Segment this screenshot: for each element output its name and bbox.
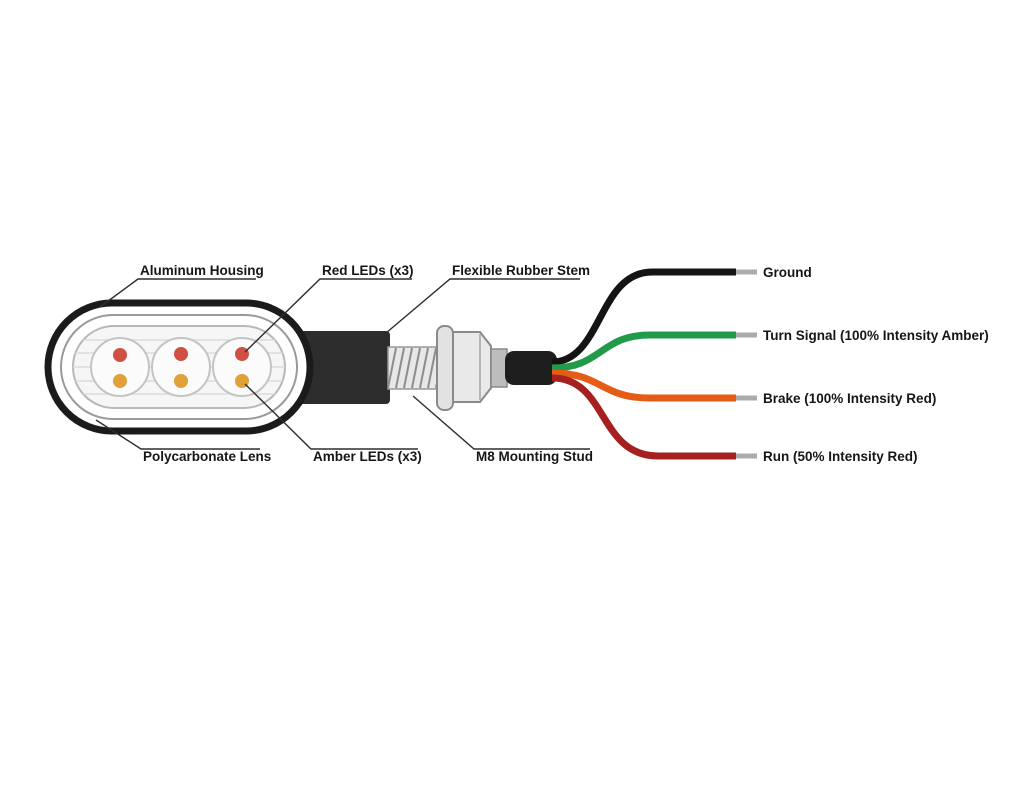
leader-polycarbonate-lens	[95, 419, 260, 450]
red-led-1	[113, 348, 127, 362]
led-reflector-1	[90, 337, 150, 397]
label-amber-leds: Amber LEDs (x3)	[313, 449, 422, 464]
leader-amber-leds	[244, 383, 418, 450]
hex-nut	[452, 331, 492, 403]
label-flexible-rubber-stem: Flexible Rubber Stem	[452, 263, 590, 278]
amber-led-1	[113, 374, 127, 388]
wire-run	[551, 374, 736, 460]
led-reflector-3	[212, 337, 272, 397]
lamp-housing	[44, 299, 314, 435]
wire-boot-sleeve	[505, 351, 557, 385]
red-led-3	[235, 347, 249, 361]
amber-led-2	[174, 374, 188, 388]
leader-flexible-rubber-stem	[385, 278, 580, 334]
wire-label-ground: Ground	[763, 265, 812, 280]
wire-label-turn-signal: Turn Signal (100% Intensity Amber)	[763, 328, 989, 343]
label-aluminum-housing: Aluminum Housing	[140, 263, 264, 278]
label-polycarbonate-lens: Polycarbonate Lens	[143, 449, 271, 464]
rubber-stem-block	[298, 331, 390, 404]
wire-harness: Ground Turn Signal (100% Intensity Amber…	[551, 265, 989, 464]
wire-ground	[551, 268, 736, 366]
leader-m8-mounting-stud	[412, 395, 590, 450]
wire-brake	[551, 369, 736, 402]
mounting-assembly	[298, 325, 557, 411]
leader-red-leds	[244, 278, 412, 353]
part-callouts: Aluminum Housing Red LEDs (x3) Flexible …	[95, 263, 593, 464]
flange-washer	[436, 325, 454, 411]
label-m8-mounting-stud: M8 Mounting Stud	[476, 449, 593, 464]
label-red-leds: Red LEDs (x3)	[322, 263, 414, 278]
wire-label-run: Run (50% Intensity Red)	[763, 449, 918, 464]
red-led-2	[174, 347, 188, 361]
wire-turn-signal	[551, 331, 736, 372]
leader-aluminum-housing	[99, 278, 256, 308]
wire-label-brake: Brake (100% Intensity Red)	[763, 391, 936, 406]
led-reflector-2	[151, 337, 211, 397]
stud-collar	[490, 348, 508, 388]
